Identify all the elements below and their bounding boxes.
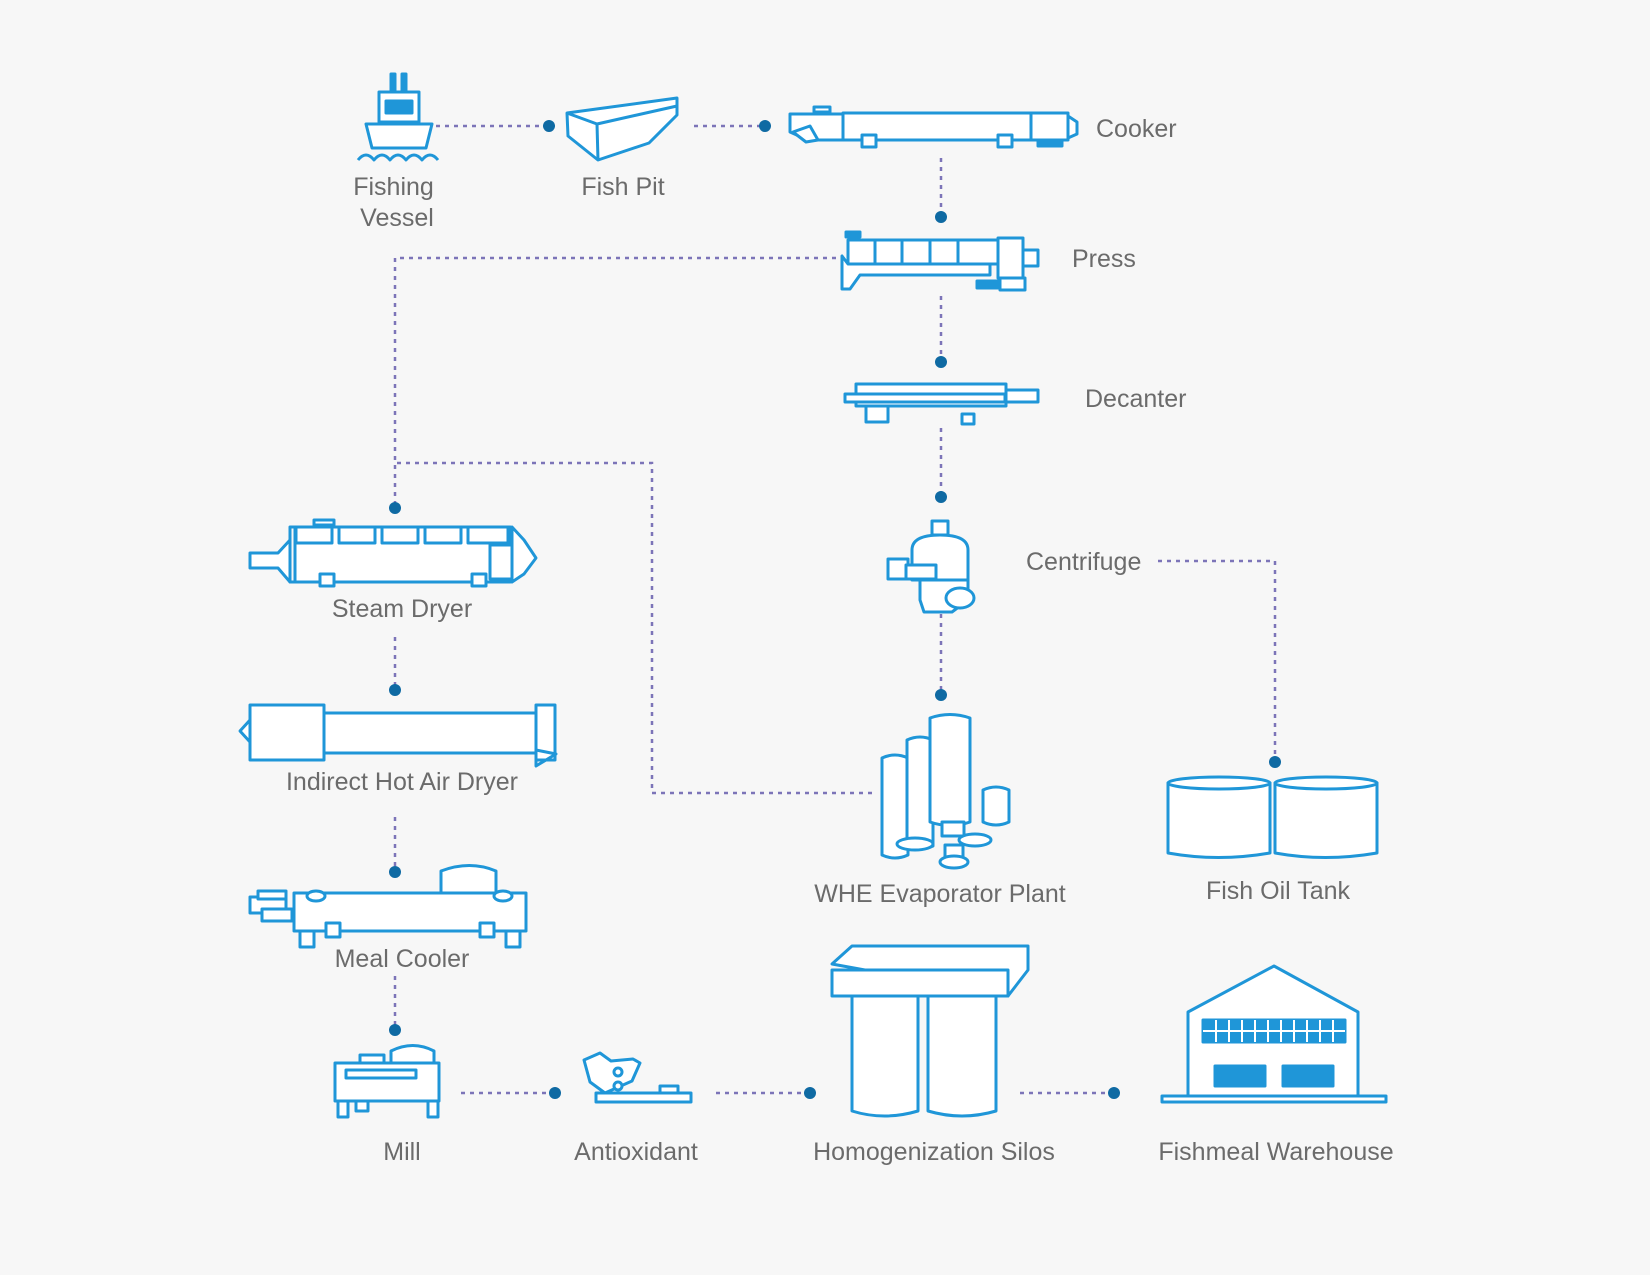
decanter-icon bbox=[843, 382, 1040, 426]
silo-icon bbox=[830, 944, 1030, 1118]
labels: Fishing Vessel Fish Pit Cooker Press Dec… bbox=[286, 115, 1394, 1166]
connector-dot bbox=[1269, 756, 1281, 768]
ship-icon bbox=[356, 72, 440, 162]
connector-dot bbox=[1108, 1087, 1120, 1099]
link-press-steam-dryer bbox=[393, 256, 836, 508]
press-icon bbox=[840, 230, 1040, 292]
mill-icon bbox=[333, 1044, 441, 1119]
connectors bbox=[389, 120, 1281, 1099]
indirect-hot-air-dryer-label: Indirect Hot Air Dryer bbox=[286, 768, 518, 796]
fish-pit-label: Fish Pit bbox=[581, 173, 664, 201]
connector-dot bbox=[935, 491, 947, 503]
meal-cooler-icon bbox=[248, 864, 528, 949]
press-label: Press bbox=[1072, 245, 1136, 273]
connector-dot bbox=[935, 689, 947, 701]
connector-dot bbox=[804, 1087, 816, 1099]
connector-dot bbox=[389, 684, 401, 696]
connector-dot bbox=[389, 502, 401, 514]
link-centrifuge-oil-tank bbox=[1158, 559, 1277, 762]
whe-evaporator-plant-label: WHE Evaporator Plant bbox=[814, 880, 1066, 908]
connector-dot bbox=[935, 356, 947, 368]
cooker-label: Cooker bbox=[1096, 115, 1177, 143]
connector-dot bbox=[935, 211, 947, 223]
centrifuge-icon bbox=[886, 519, 976, 614]
homogenization-silos-label: Homogenization Silos bbox=[813, 1138, 1055, 1166]
connector-dot bbox=[389, 1024, 401, 1036]
connector-dot bbox=[389, 866, 401, 878]
tank-icon bbox=[1166, 775, 1379, 859]
meal-cooler-label: Meal Cooler bbox=[335, 945, 470, 973]
link-evaporator-steam-dryer bbox=[395, 461, 872, 795]
cooker-icon bbox=[788, 105, 1079, 149]
fish-pit-icon bbox=[565, 96, 679, 162]
steam-dryer-label: Steam Dryer bbox=[332, 595, 472, 623]
decanter-label: Decanter bbox=[1085, 385, 1186, 413]
antioxidant-label: Antioxidant bbox=[574, 1138, 698, 1166]
antioxidant-icon bbox=[582, 1051, 693, 1104]
steam-dryer-icon bbox=[248, 518, 538, 588]
centrifuge-label: Centrifuge bbox=[1026, 548, 1141, 576]
warehouse-icon bbox=[1160, 964, 1388, 1104]
evaporator-icon bbox=[880, 713, 1011, 870]
connector-dot bbox=[759, 120, 771, 132]
mill-label: Mill bbox=[383, 1138, 421, 1166]
fish-oil-tank-label: Fish Oil Tank bbox=[1206, 877, 1351, 905]
connector-dot bbox=[543, 120, 555, 132]
fishing-vessel-label: Fishing Vessel bbox=[353, 173, 441, 232]
fishmeal-warehouse-label: Fishmeal Warehouse bbox=[1158, 1138, 1393, 1166]
connector-dot bbox=[549, 1087, 561, 1099]
hot-air-dryer-icon bbox=[238, 703, 558, 768]
